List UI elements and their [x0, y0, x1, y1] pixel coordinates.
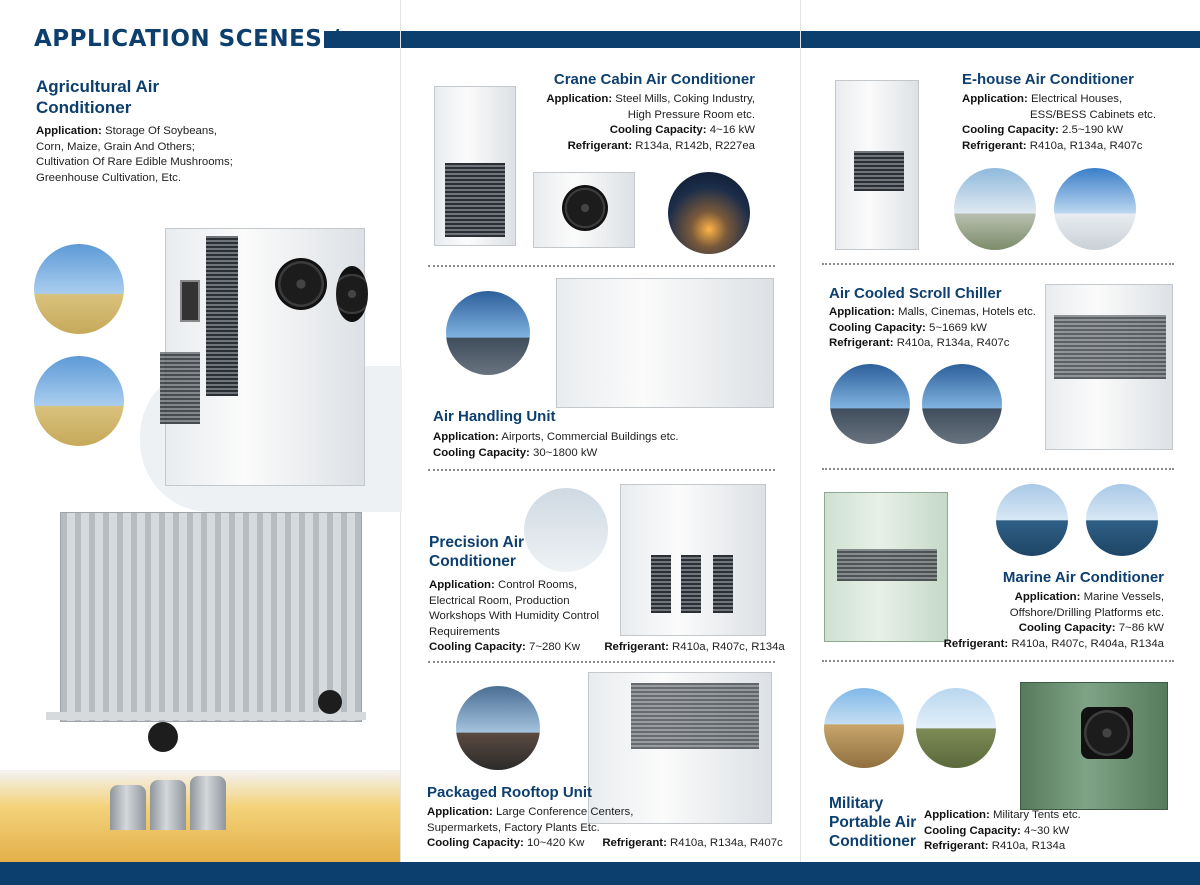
silo-3: [190, 776, 226, 830]
page-title: APPLICATION SCENES /: [34, 26, 340, 52]
photo-city-skyline: [446, 291, 530, 375]
crane-title: Crane Cabin Air Conditioner: [553, 71, 755, 88]
crane-condenser-image: [533, 172, 635, 248]
silo-2: [150, 780, 186, 830]
precision-specs: Cooling Capacity: 7~280 Kw Refrigerant: …: [429, 641, 785, 653]
marine-title: Marine Air Conditioner: [1002, 569, 1164, 586]
section-divider: [822, 263, 1174, 265]
photo-control-room: [524, 488, 608, 572]
rooftop-unit-image: [588, 672, 772, 824]
agricultural-description: Application: Storage Of Soybeans, Corn, …: [36, 125, 233, 184]
ahu-title: Air Handling Unit: [433, 408, 556, 425]
agricultural-title: Agricultural Air Conditioner: [36, 77, 160, 117]
rooftop-description: Application: Large Conference Centers, S…: [427, 806, 783, 849]
ehouse-unit-image: [835, 80, 919, 250]
section-divider: [822, 660, 1174, 662]
photo-industrial-plant: [668, 172, 750, 254]
military-title: Military Portable Air Conditioner: [829, 795, 917, 850]
scroll-chiller-image: [1045, 284, 1173, 450]
photo-cargo-vessel: [1086, 484, 1158, 556]
ahu-description: Application: Airports, Commercial Buildi…: [433, 431, 679, 459]
military-unit-image: [1020, 682, 1168, 810]
marine-description: Application: Marine Vessels, Offshore/Dr…: [943, 591, 1164, 650]
section-divider: [822, 468, 1174, 470]
precision-unit-image: [620, 484, 766, 636]
photo-offshore-platform: [996, 484, 1068, 556]
column-divider-right: [800, 0, 801, 862]
silo-1: [110, 785, 146, 830]
ahu-unit-image: [556, 278, 774, 408]
ehouse-description: Application: Electrical Houses, ESS/BESS…: [962, 93, 1156, 152]
photo-grain-silos: [34, 356, 124, 446]
photo-military-tents: [824, 688, 904, 768]
footer-bar: [0, 862, 1200, 885]
marine-unit-image: [824, 492, 948, 642]
military-description: Application: Military Tents etc. Cooling…: [924, 809, 1081, 852]
photo-hotel-building: [922, 364, 1002, 444]
photo-shopping-center: [456, 686, 540, 770]
crane-unit-image: [434, 86, 516, 246]
scroll-title: Air Cooled Scroll Chiller: [829, 285, 1002, 302]
photo-electrical-house: [954, 168, 1036, 250]
section-divider: [428, 469, 775, 471]
photo-ess-cabinets: [1054, 168, 1136, 250]
photo-construction-building: [830, 364, 910, 444]
photo-field-camp: [916, 688, 996, 768]
precision-description: Application: Control Rooms, Electrical R…: [429, 579, 600, 638]
photo-grain-storage: [34, 244, 124, 334]
precision-title: Precision Air Conditioner: [429, 534, 525, 570]
ehouse-title: E-house Air Conditioner: [962, 71, 1134, 88]
section-divider: [428, 265, 775, 267]
header-bar: [324, 31, 1200, 48]
rooftop-title: Packaged Rooftop Unit: [427, 784, 593, 801]
crane-description: Application: Steel Mills, Coking Industr…: [546, 93, 755, 152]
section-divider: [428, 661, 775, 663]
scroll-description: Application: Malls, Cinemas, Hotels etc.…: [829, 306, 1036, 349]
